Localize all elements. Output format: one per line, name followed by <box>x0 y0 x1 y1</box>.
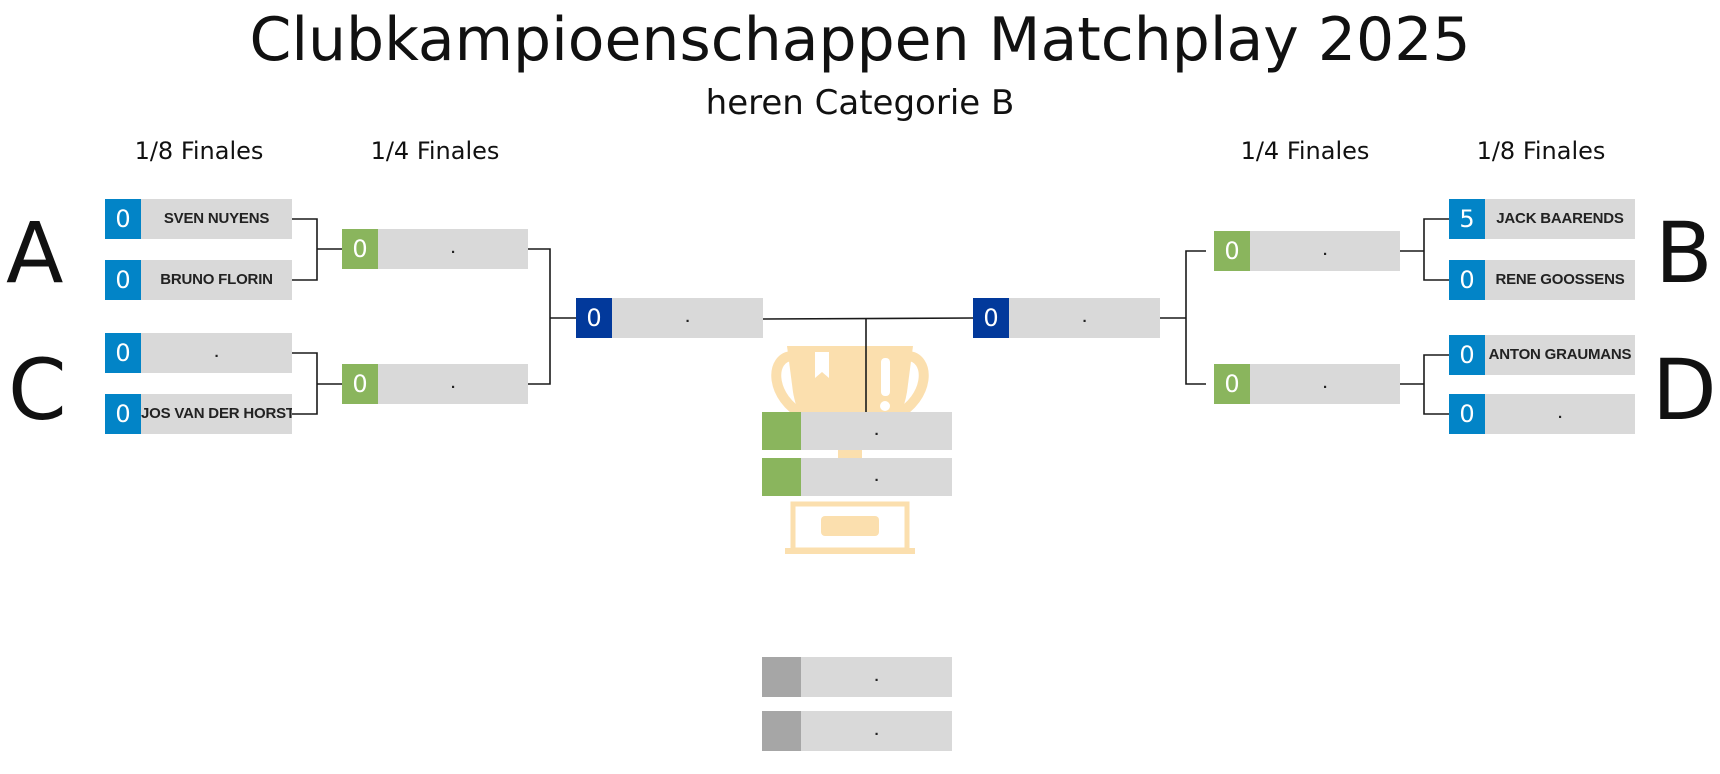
final-match-1[interactable]: . <box>762 412 952 450</box>
right-sf-match[interactable]: 0 . <box>973 298 1160 338</box>
player-name: . <box>1485 394 1635 434</box>
right-r16-match-3[interactable]: 0 ANTON GRAUMANS <box>1449 335 1635 375</box>
right-r16-match-4[interactable]: 0 . <box>1449 394 1635 434</box>
right-r16-match-2[interactable]: 0 RENE GOOSSENS <box>1449 260 1635 300</box>
player-name: RENE GOOSSENS <box>1485 260 1635 300</box>
player-name: BRUNO FLORIN <box>141 260 292 300</box>
score-box <box>762 458 801 496</box>
score-box: 0 <box>1449 260 1485 300</box>
player-name: . <box>612 298 763 338</box>
player-name: JACK BAARENDS <box>1485 199 1635 239</box>
left-qf-match-2[interactable]: 0 . <box>342 364 528 404</box>
player-name: SVEN NUYENS <box>141 199 292 239</box>
player-name: . <box>801 412 952 450</box>
left-r16-match-2[interactable]: 0 BRUNO FLORIN <box>105 260 292 300</box>
score-box: 0 <box>105 333 141 373</box>
player-name: . <box>801 657 952 697</box>
final-match-2[interactable]: . <box>762 458 952 496</box>
player-name: JOS VAN DER HORST <box>141 394 292 434</box>
group-letter-b: B <box>1655 204 1713 302</box>
group-letter-d: D <box>1652 341 1717 439</box>
score-box: 0 <box>1449 394 1485 434</box>
group-letter-c: C <box>8 341 67 439</box>
score-box <box>762 711 801 751</box>
page-subtitle: heren Categorie B <box>705 83 1015 123</box>
right-qf-match-2[interactable]: 0 . <box>1214 364 1400 404</box>
score-box: 0 <box>342 364 378 404</box>
score-box: 0 <box>105 394 141 434</box>
player-name: . <box>801 711 952 751</box>
left-qf-match-1[interactable]: 0 . <box>342 229 528 269</box>
score-box <box>762 657 801 697</box>
left-r16-match-4[interactable]: 0 JOS VAN DER HORST <box>105 394 292 434</box>
left-sf-match[interactable]: 0 . <box>576 298 763 338</box>
score-box: 0 <box>576 298 612 338</box>
player-name: . <box>378 364 528 404</box>
player-name: . <box>1250 231 1400 271</box>
score-box: 5 <box>1449 199 1485 239</box>
score-box: 0 <box>105 260 141 300</box>
round-label-left-r16: 1/8 Finales <box>134 137 264 165</box>
right-r16-match-1[interactable]: 5 JACK BAARENDS <box>1449 199 1635 239</box>
player-name: . <box>141 333 292 373</box>
round-label-left-qf: 1/4 Finales <box>370 137 500 165</box>
score-box: 0 <box>1449 335 1485 375</box>
score-box: 0 <box>1214 231 1250 271</box>
round-label-right-qf: 1/4 Finales <box>1240 137 1370 165</box>
score-box: 0 <box>342 229 378 269</box>
third-place-match-1[interactable]: . <box>762 657 952 697</box>
score-box: 0 <box>973 298 1009 338</box>
left-r16-match-1[interactable]: 0 SVEN NUYENS <box>105 199 292 239</box>
page-title: Clubkampioenschappen Matchplay 2025 <box>249 5 1471 75</box>
player-name: ANTON GRAUMANS <box>1485 335 1635 375</box>
right-qf-match-1[interactable]: 0 . <box>1214 231 1400 271</box>
score-box: 0 <box>105 199 141 239</box>
player-name: . <box>1009 298 1160 338</box>
score-box <box>762 412 801 450</box>
round-label-right-r16: 1/8 Finales <box>1476 137 1606 165</box>
player-name: . <box>801 458 952 496</box>
left-r16-match-3[interactable]: 0 . <box>105 333 292 373</box>
score-box: 0 <box>1214 364 1250 404</box>
player-name: . <box>378 229 528 269</box>
player-name: . <box>1250 364 1400 404</box>
third-place-match-2[interactable]: . <box>762 711 952 751</box>
group-letter-a: A <box>6 204 64 302</box>
